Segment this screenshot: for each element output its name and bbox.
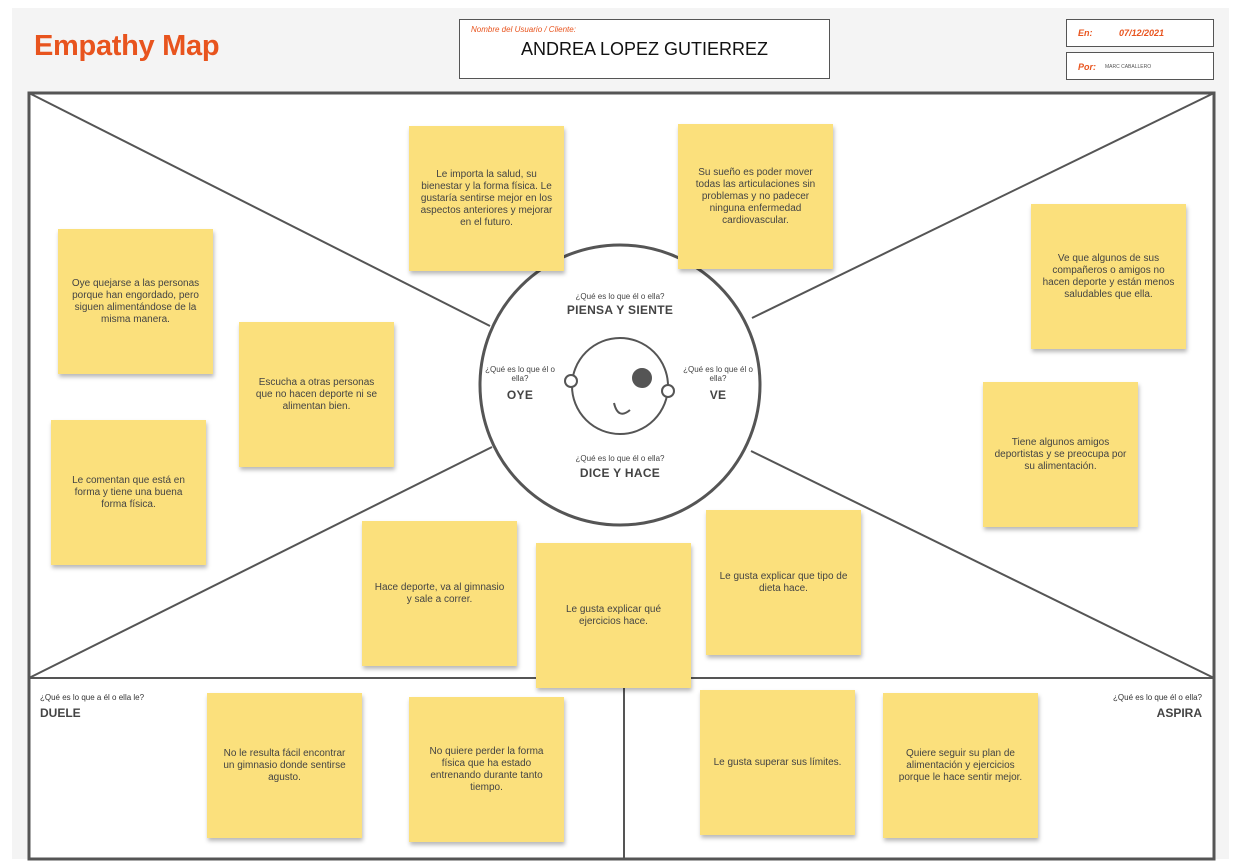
pain-label: DUELE (40, 706, 81, 720)
sticky-note-think[interactable]: Le importa la salud, su bienestar y la f… (409, 126, 564, 271)
sticky-note-think[interactable]: Su sueño es poder mover todas las articu… (678, 124, 833, 269)
sticky-note-see[interactable]: Tiene algunos amigos deportistas y se pr… (983, 382, 1138, 527)
date-box: En: 07/12/2021 (1066, 19, 1214, 47)
say-label: DICE Y HACE (579, 466, 661, 480)
sticky-note-hear[interactable]: Le comentan que está en forma y tiene un… (51, 420, 206, 565)
diagonal-bottom-left (28, 446, 493, 679)
sticky-note-gain[interactable]: Le gusta superar sus límites. (700, 690, 855, 835)
say-question: ¿Qué es lo que él o ella? (575, 454, 665, 463)
sticky-note-hear[interactable]: Oye quejarse a las personas porque han e… (58, 229, 213, 374)
date-label: En: (1078, 28, 1093, 38)
user-name-label: Nombre del Usuario / Cliente: (471, 25, 576, 34)
sticky-note-hear[interactable]: Escucha a otras personas que no hacen de… (239, 322, 394, 467)
pain-question: ¿Qué es lo que a él o ella le? (40, 693, 145, 702)
gain-label: ASPIRA (1156, 706, 1202, 720)
date-value: 07/12/2021 (1119, 28, 1165, 38)
user-name-box: Nombre del Usuario / Cliente: ANDREA LOP… (459, 19, 830, 79)
sticky-note-say[interactable]: Le gusta explicar que tipo de dieta hace… (706, 510, 861, 655)
author-box: Por: MARC CABALLERO (1066, 52, 1214, 80)
sticky-note-pain[interactable]: No quiere perder la forma física que ha … (409, 697, 564, 842)
see-question: ¿Qué es lo que él o ella? (683, 365, 753, 383)
diagonal-top-left (28, 92, 491, 327)
sticky-note-pain[interactable]: No le resulta fácil encontrar un gimnasi… (207, 693, 362, 838)
sticky-note-see[interactable]: Ve que algunos de sus compañeros o amigo… (1031, 204, 1186, 349)
sticky-note-gain[interactable]: Quiere seguir su plan de alimentación y … (883, 693, 1038, 838)
author-value: MARC CABALLERO (1105, 64, 1152, 70)
think-question: ¿Qué es lo que él o ella? (575, 292, 665, 301)
see-label: VE (709, 388, 727, 402)
hear-question: ¿Qué es lo que él o ella? (485, 365, 555, 383)
face-icon (564, 337, 675, 435)
author-label: Por: (1078, 62, 1096, 72)
user-name-value: ANDREA LOPEZ GUTIERREZ (520, 39, 769, 59)
sticky-note-say[interactable]: Hace deporte, va al gimnasio y sale a co… (362, 521, 517, 666)
gain-question: ¿Qué es lo que él o ella? (1113, 693, 1202, 702)
diagonal-top-right (751, 92, 1215, 319)
hear-label: OYE (506, 388, 534, 402)
sticky-note-say[interactable]: Le gusta explicar qué ejercicios hace. (536, 543, 691, 688)
diagonal-bottom-right (750, 450, 1215, 679)
page-title: Empathy Map (34, 30, 220, 62)
think-label: PIENSA Y SIENTE (566, 303, 674, 317)
